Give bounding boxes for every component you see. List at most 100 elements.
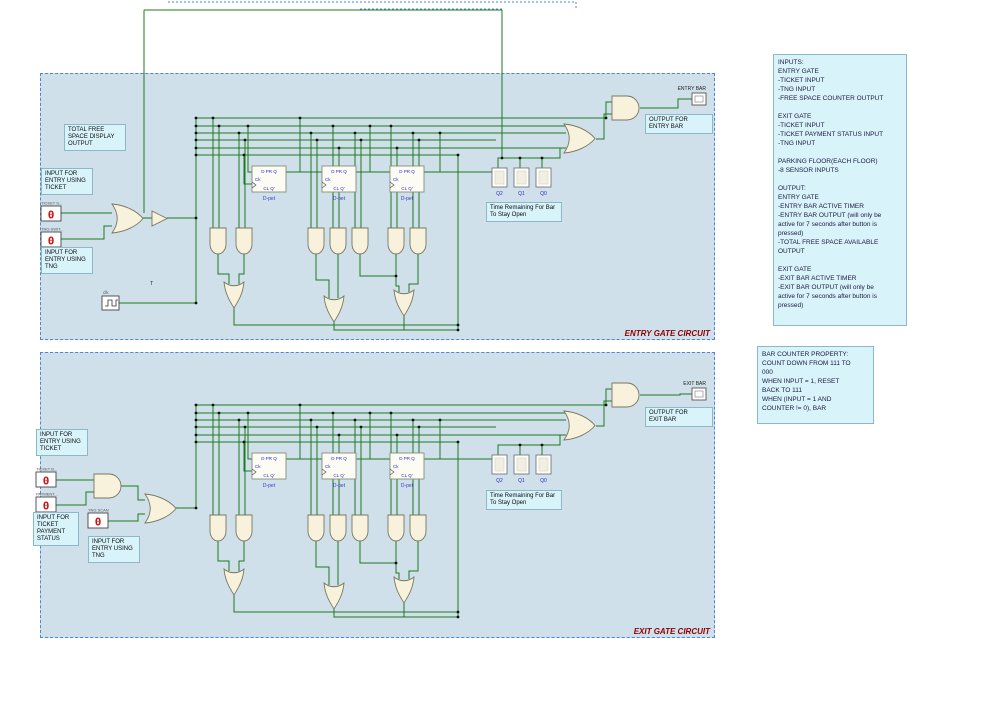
or-gate[interactable] [223, 567, 245, 596]
or-gate[interactable] [323, 294, 345, 323]
or-gate[interactable] [144, 493, 177, 524]
or-gate[interactable] [111, 203, 144, 234]
and-gate[interactable] [387, 514, 405, 542]
or-gate[interactable] [563, 123, 596, 154]
clock-component[interactable] [101, 295, 120, 311]
flipflop-clock-label: Ck [393, 177, 399, 182]
input-switch[interactable] [40, 205, 62, 222]
wire-junction [194, 216, 198, 220]
display-digit [516, 457, 527, 472]
wire-junction [211, 403, 215, 407]
and-gate[interactable] [329, 227, 347, 255]
flipflop-pins-bottom: CL Q' [263, 473, 274, 478]
output-pin[interactable] [691, 92, 707, 106]
flipflop-pins-bottom: CL Q' [401, 473, 412, 478]
note-entry-time-remaining: Time Remaining For Bar To Stay Open [486, 202, 562, 222]
t-constant-label: T [150, 281, 154, 287]
note-exit-payment-status: INPUT FOR TICKET PAYMENT STATUS [33, 512, 79, 546]
flipflop-pins-top: D PR Q [399, 456, 415, 461]
wire-junction [194, 153, 198, 157]
and-gate[interactable] [93, 473, 122, 499]
and-gate[interactable] [351, 514, 369, 542]
and-gate[interactable] [409, 514, 427, 542]
wire-junction [417, 425, 421, 429]
clock-label: clk [103, 290, 109, 295]
flipflop-pins-bottom: CL Q' [263, 186, 274, 191]
or-gate[interactable] [393, 288, 415, 317]
input-switch[interactable] [87, 512, 109, 529]
wire-junction [395, 146, 399, 150]
bar-pin-label: ENTRY BAR [678, 86, 707, 92]
exit-region-label: EXIT GATE CIRCUIT [633, 627, 710, 636]
and-gate[interactable] [209, 227, 227, 255]
switch-label: TICKET S... [41, 201, 62, 206]
or-gate[interactable] [223, 280, 245, 309]
flipflop-pins-top: D PR Q [261, 169, 277, 174]
and-gate[interactable] [307, 227, 325, 255]
wire-junction [211, 116, 215, 120]
note-exit-input-ticket: INPUT FOR ENTRY USING TICKET [36, 429, 88, 456]
wire-junction [242, 440, 246, 444]
wire-junction [438, 418, 442, 422]
wire-junction [194, 425, 198, 429]
wire-junction [315, 425, 319, 429]
display-label: Q2 [496, 478, 503, 484]
or-gate[interactable] [563, 410, 596, 441]
or-gate[interactable] [393, 575, 415, 604]
flipflop-caption: D-pet [263, 483, 276, 489]
d-flipflop[interactable] [389, 452, 425, 480]
flipflop-caption: D-pet [333, 483, 346, 489]
wire-junction [456, 615, 460, 619]
wire-junction [194, 301, 198, 305]
and-gate[interactable] [611, 95, 640, 121]
wire-junction [518, 156, 522, 160]
wire-junction [309, 418, 313, 422]
and-gate[interactable] [235, 514, 253, 542]
display-label: Q0 [540, 191, 547, 197]
wire-junction [540, 156, 544, 160]
wire-junction [237, 418, 241, 422]
wire-junction [194, 138, 198, 142]
and-gate[interactable] [409, 227, 427, 255]
switch-value: 0 [43, 475, 50, 488]
entry-region-label: ENTRY GATE CIRCUIT [624, 329, 710, 338]
wire-junction [194, 403, 198, 407]
note-exit-input-tng: INPUT FOR ENTRY USING TNG [88, 536, 140, 563]
display-digit [538, 457, 549, 472]
and-gate[interactable] [387, 227, 405, 255]
note-total-free-space: TOTAL FREE SPACE DISPLAY OUTPUT [64, 124, 126, 151]
display-digit [538, 170, 549, 185]
or-gate[interactable] [323, 581, 345, 610]
switch-value: 0 [43, 500, 50, 513]
display-label: Q0 [540, 478, 547, 484]
d-flipflop[interactable] [321, 165, 357, 193]
display-label: Q1 [518, 191, 525, 197]
switch-label: TNG SWIT... [41, 227, 63, 232]
d-flipflop[interactable] [389, 165, 425, 193]
and-gate[interactable] [307, 514, 325, 542]
and-gate[interactable] [351, 227, 369, 255]
and-gate[interactable] [329, 514, 347, 542]
output-pin[interactable] [691, 387, 707, 401]
note-entry-output-bar: OUTPUT FOR ENTRY BAR [645, 114, 713, 134]
and-gate[interactable] [209, 514, 227, 542]
and-gate[interactable] [611, 382, 640, 408]
d-flipflop[interactable] [321, 452, 357, 480]
wire-junction [456, 328, 460, 332]
wire-junction [353, 418, 357, 422]
buffer-gate[interactable] [151, 210, 169, 227]
wire-junction [389, 411, 393, 415]
d-flipflop[interactable] [251, 165, 287, 193]
and-gate[interactable] [235, 227, 253, 255]
switch-label: PAYMENT... [36, 492, 58, 497]
d-flipflop[interactable] [251, 452, 287, 480]
wire-junction [359, 425, 363, 429]
input-switch[interactable] [35, 471, 57, 488]
wire-junction [368, 124, 372, 128]
flipflop-pins-top: D PR Q [261, 456, 277, 461]
wire-junction [298, 116, 302, 120]
display-label: Q2 [496, 191, 503, 197]
wire-junction [456, 610, 460, 614]
switch-label: TICKET B... [36, 467, 57, 472]
